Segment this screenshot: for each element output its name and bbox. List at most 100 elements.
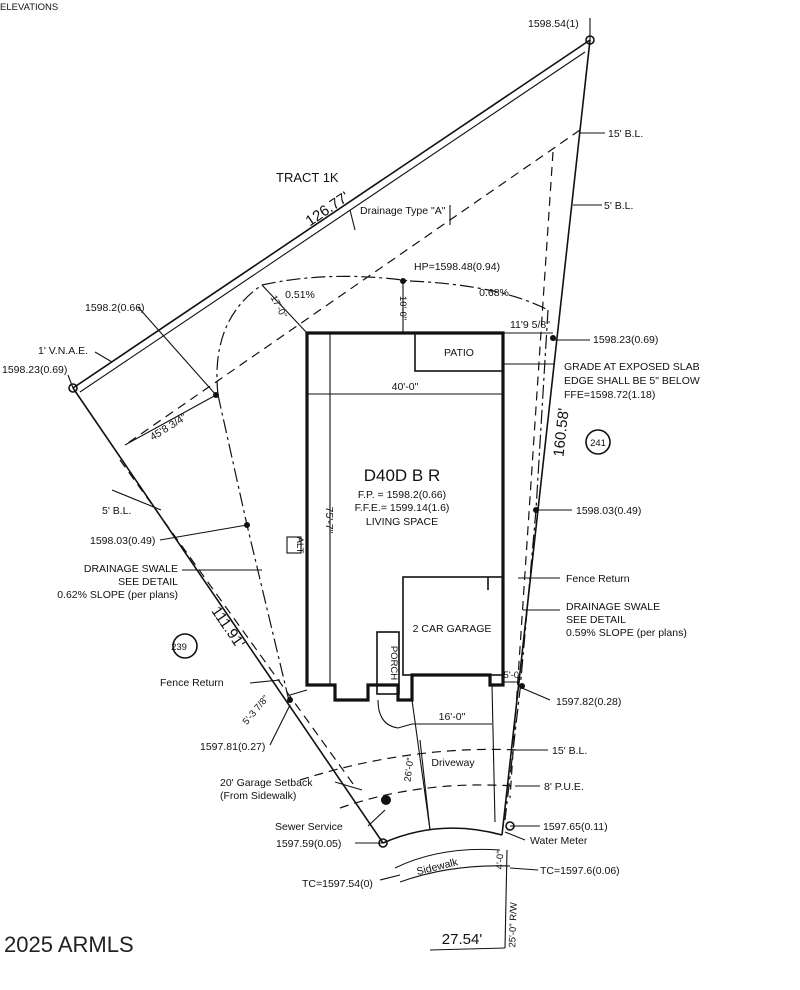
leader-left-corner bbox=[67, 374, 74, 389]
swale-right-1: DRAINAGE SWALE bbox=[566, 601, 660, 613]
driveway-right-edge bbox=[491, 684, 496, 823]
driveway-sidewalk bbox=[377, 684, 511, 951]
elev-point-right-mid bbox=[533, 507, 539, 513]
elev-point-left-mid bbox=[244, 522, 250, 528]
elev-top-corner: 1598.54(1) bbox=[528, 18, 579, 30]
elev-hp: HP=1598.48(0.94) bbox=[414, 261, 500, 273]
lot-line-rear bbox=[72, 39, 591, 389]
water-meter-note: Water Meter bbox=[530, 835, 588, 847]
house-use: LIVING SPACE bbox=[366, 516, 438, 528]
garage-label: 2 CAR GARAGE bbox=[413, 623, 492, 635]
elev-left-front: 1597.59(0.05) bbox=[276, 838, 341, 850]
house-model: D40D B R bbox=[364, 466, 441, 485]
driveway-depth-dim: 26'-0" bbox=[403, 757, 417, 782]
alt-box bbox=[286, 536, 302, 554]
right-5-bl bbox=[509, 151, 554, 799]
porch-label: PORCH bbox=[388, 646, 399, 680]
dimension-helpers bbox=[124, 281, 553, 696]
lot-line-left bbox=[72, 387, 384, 844]
drainage-type-note: Drainage Type "A" bbox=[360, 205, 446, 217]
leader-tc-right bbox=[509, 867, 539, 871]
elev-point-right-top bbox=[550, 335, 556, 341]
garage-setback-1: 20' Garage Setback bbox=[220, 777, 313, 789]
grade-note-3: FFE=1598.72(1.18) bbox=[564, 389, 655, 401]
elev-left-corner: 1598.23(0.69) bbox=[2, 364, 67, 376]
leader-top-left-mid bbox=[137, 306, 217, 396]
right-line-dim: 160.58' bbox=[550, 407, 572, 457]
bl5-left-note: 5' B.L. bbox=[102, 505, 131, 517]
width-dim-label: 40'-0" bbox=[392, 381, 419, 393]
elev-right-low: 1597.82(0.28) bbox=[556, 696, 621, 708]
leader-fence-left bbox=[249, 679, 281, 684]
side-dim-left-low bbox=[289, 689, 308, 696]
rear-dim-17 bbox=[261, 284, 308, 334]
slope-left: 0.51% bbox=[285, 289, 315, 301]
leader-vnae bbox=[94, 351, 113, 363]
patio-outline bbox=[414, 332, 504, 372]
corner-point-left bbox=[68, 383, 78, 393]
sewer-service-symbol bbox=[381, 795, 391, 805]
swale-left-1: DRAINAGE SWALE bbox=[84, 563, 178, 575]
drainage-swales bbox=[216, 275, 549, 821]
water-meter-point bbox=[505, 821, 515, 831]
elev-tc-left: TC=1597.54(0) bbox=[302, 878, 373, 890]
side-right-bottom-dim: 5'-0" bbox=[504, 670, 523, 681]
house-outline bbox=[305, 331, 505, 702]
driveway-depth-dim bbox=[419, 739, 431, 831]
house-fp: F.P. = 1598.2(0.66) bbox=[358, 489, 446, 501]
drainage-arrow-left bbox=[349, 209, 356, 231]
rear-swale-right bbox=[409, 280, 549, 311]
right-swale bbox=[504, 309, 549, 821]
elev-left-mid: 1598.03(0.49) bbox=[90, 535, 155, 547]
leader-tc-left bbox=[379, 874, 401, 881]
lot-line-right bbox=[501, 39, 591, 836]
porch-outline bbox=[376, 631, 400, 695]
walkway bbox=[377, 699, 413, 729]
leader-lines bbox=[67, 18, 605, 881]
vnae-note: 1' V.N.A.E. bbox=[38, 345, 88, 357]
elev-top-left-mid: 1598.2(0.66) bbox=[85, 302, 145, 314]
fence-return-right: Fence Return bbox=[566, 573, 630, 585]
depth-dim-label: 75'-7" bbox=[323, 507, 335, 534]
left-swale bbox=[217, 394, 291, 706]
leader-setback bbox=[334, 781, 363, 791]
house-ffe: F.F.E.= 1599.14(1.6) bbox=[355, 502, 450, 514]
garage-setback-2: (From Sidewalk) bbox=[220, 790, 296, 802]
grade-note-2: EDGE SHALL BE 5" BELOW bbox=[564, 375, 700, 387]
lot-241-label: 241 bbox=[590, 438, 606, 449]
bl5-top-note: 5' B.L. bbox=[604, 200, 633, 212]
corner-point-front bbox=[378, 838, 388, 848]
building-lines bbox=[119, 129, 581, 809]
hp-point bbox=[400, 278, 406, 284]
grade-note-1: GRADE AT EXPOSED SLAB bbox=[564, 361, 700, 373]
bl15-top-note: 15' B.L. bbox=[608, 128, 643, 140]
elev-point-right-low bbox=[519, 683, 525, 689]
garage-outline bbox=[402, 576, 504, 676]
left-5-bl bbox=[119, 459, 357, 789]
elev-left-low: 1597.81(0.27) bbox=[200, 741, 265, 753]
lot-241-circle bbox=[585, 429, 611, 455]
patio-label: PATIO bbox=[444, 347, 474, 359]
lot-239-label: 239 bbox=[171, 642, 187, 653]
swale-left-2: SEE DETAIL bbox=[118, 576, 178, 588]
tract-label: TRACT 1K bbox=[276, 170, 339, 185]
vnae-line bbox=[79, 51, 586, 393]
leader-left-low bbox=[269, 704, 291, 746]
swale-right-2: SEE DETAIL bbox=[566, 614, 626, 626]
leader-right-low bbox=[521, 687, 551, 701]
leader-left-mid bbox=[159, 524, 248, 541]
sidewalk-inner bbox=[394, 848, 501, 869]
driveway-label: Driveway bbox=[431, 757, 475, 769]
row-depth-dim: 25'-0" R/W bbox=[507, 902, 520, 948]
garage-width-label: 16'-0" bbox=[439, 711, 466, 723]
sidewalk-outer bbox=[399, 865, 511, 883]
rear-dim: 10'-0" bbox=[397, 296, 408, 320]
row-dim bbox=[504, 849, 508, 949]
lot-boundary bbox=[72, 39, 591, 844]
bottom-arc-dim: 27.54' bbox=[442, 931, 483, 948]
lot-markers bbox=[172, 429, 611, 659]
swale-left-3: 0.62% SLOPE (per plans) bbox=[57, 589, 178, 601]
rear-15-bl bbox=[124, 129, 581, 446]
leader-sewer bbox=[367, 809, 386, 827]
